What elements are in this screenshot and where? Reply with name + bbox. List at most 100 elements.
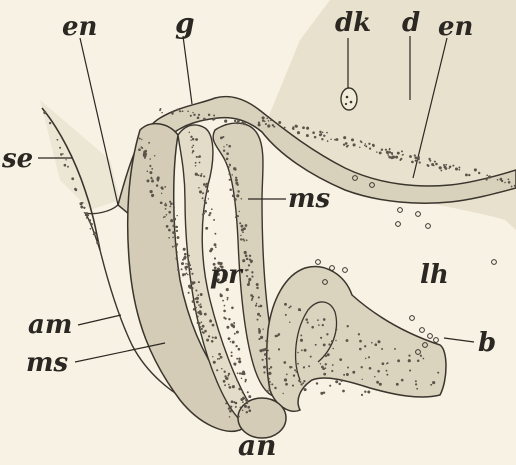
stipple-dot <box>420 355 422 357</box>
stipple-dot <box>376 151 377 152</box>
stipple-dot <box>151 180 154 183</box>
stipple-dot <box>267 350 268 351</box>
stipple-dot <box>396 383 399 386</box>
stipple-dot <box>318 324 320 326</box>
stipple-dot <box>234 120 236 122</box>
stipple-dot <box>182 111 184 113</box>
stipple-dot <box>238 388 241 391</box>
stipple-dot <box>368 143 370 145</box>
stipple-dot <box>204 199 207 202</box>
stipple-dot <box>242 410 244 412</box>
stipple-dot <box>174 244 177 247</box>
stipple-dot <box>177 236 180 239</box>
stipple-dot <box>202 325 205 328</box>
stipple-dot <box>415 160 417 162</box>
stipple-dot <box>83 207 85 209</box>
stipple-dot <box>223 150 225 152</box>
stipple-dot <box>195 307 197 309</box>
stipple-dot <box>226 152 229 155</box>
stipple-dot <box>419 161 421 163</box>
stipple-dot <box>204 313 207 316</box>
stipple-dot <box>364 345 366 347</box>
stipple-dot <box>381 148 383 150</box>
stipple-dot <box>316 382 318 384</box>
stipple-dot <box>173 218 176 221</box>
stipple-dot <box>144 150 147 153</box>
stipple-dot <box>244 240 245 241</box>
loose-cell <box>343 268 348 273</box>
label-g: g <box>175 10 195 38</box>
stipple-dot <box>225 378 227 380</box>
stipple-dot <box>181 268 183 270</box>
stipple-dot <box>371 342 373 344</box>
stipple-dot <box>202 192 204 194</box>
stipple-dot <box>504 182 506 184</box>
stipple-dot <box>408 354 410 356</box>
stipple-dot <box>262 359 264 361</box>
stipple-dot <box>278 333 281 336</box>
stipple-dot <box>198 187 200 189</box>
stipple-dot <box>223 380 226 383</box>
stipple-dot <box>236 121 239 124</box>
stipple-dot <box>397 152 400 155</box>
stipple-dot <box>240 238 242 240</box>
stipple-dot <box>214 243 217 246</box>
stipple-dot <box>397 359 400 362</box>
stipple-dot <box>230 165 231 166</box>
stipple-dot <box>194 298 196 300</box>
stipple-dot <box>288 307 290 309</box>
stipple-dot <box>325 363 327 365</box>
stipple-dot <box>386 374 388 376</box>
stipple-dot <box>264 120 266 122</box>
stipple-dot <box>474 168 477 171</box>
stipple-dot <box>96 241 99 244</box>
stipple-dot <box>172 225 174 227</box>
stipple-dot <box>203 184 205 186</box>
stipple-dot <box>184 266 187 269</box>
stipple-dot <box>195 173 198 176</box>
stipple-dot <box>329 385 331 387</box>
stipple-dot <box>90 228 92 230</box>
stipple-dot <box>177 269 179 271</box>
stipple-dot <box>242 371 245 374</box>
stipple-dot <box>176 257 179 260</box>
stipple-dot <box>306 127 309 130</box>
stipple-dot <box>198 304 200 306</box>
stipple-dot <box>289 321 290 322</box>
stipple-dot <box>338 383 341 386</box>
stipple-dot <box>235 177 237 179</box>
stipple-dot <box>80 206 83 209</box>
stipple-dot <box>143 153 145 155</box>
stipple-dot <box>346 339 349 342</box>
stipple-dot <box>293 374 295 376</box>
stipple-dot <box>172 231 175 234</box>
stipple-dot <box>196 301 199 304</box>
stipple-dot <box>321 138 323 140</box>
stipple-dot <box>168 237 170 239</box>
stipple-dot <box>409 155 412 158</box>
stipple-dot <box>246 411 248 413</box>
stipple-dot <box>285 383 288 386</box>
stipple-dot <box>238 360 241 363</box>
stipple-dot <box>458 167 460 169</box>
stipple-dot <box>345 142 348 145</box>
stipple-dot <box>299 381 301 383</box>
stipple-dot <box>323 343 326 346</box>
stipple-dot <box>263 367 265 369</box>
stipple-dot <box>302 382 304 384</box>
label-pr: pr <box>210 262 242 288</box>
stipple-dot <box>387 154 389 156</box>
stipple-dot <box>198 322 201 325</box>
stipple-dot <box>432 381 435 384</box>
stipple-dot <box>67 166 69 168</box>
stipple-dot <box>165 204 167 206</box>
stipple-dot <box>225 402 227 404</box>
label-dk: dk <box>335 10 371 36</box>
stipple-dot <box>272 124 274 126</box>
stipple-dot <box>234 198 237 201</box>
stipple-dot <box>508 179 510 181</box>
stipple-dot <box>228 145 231 148</box>
stipple-dot <box>330 139 332 141</box>
stipple-dot <box>310 356 312 358</box>
